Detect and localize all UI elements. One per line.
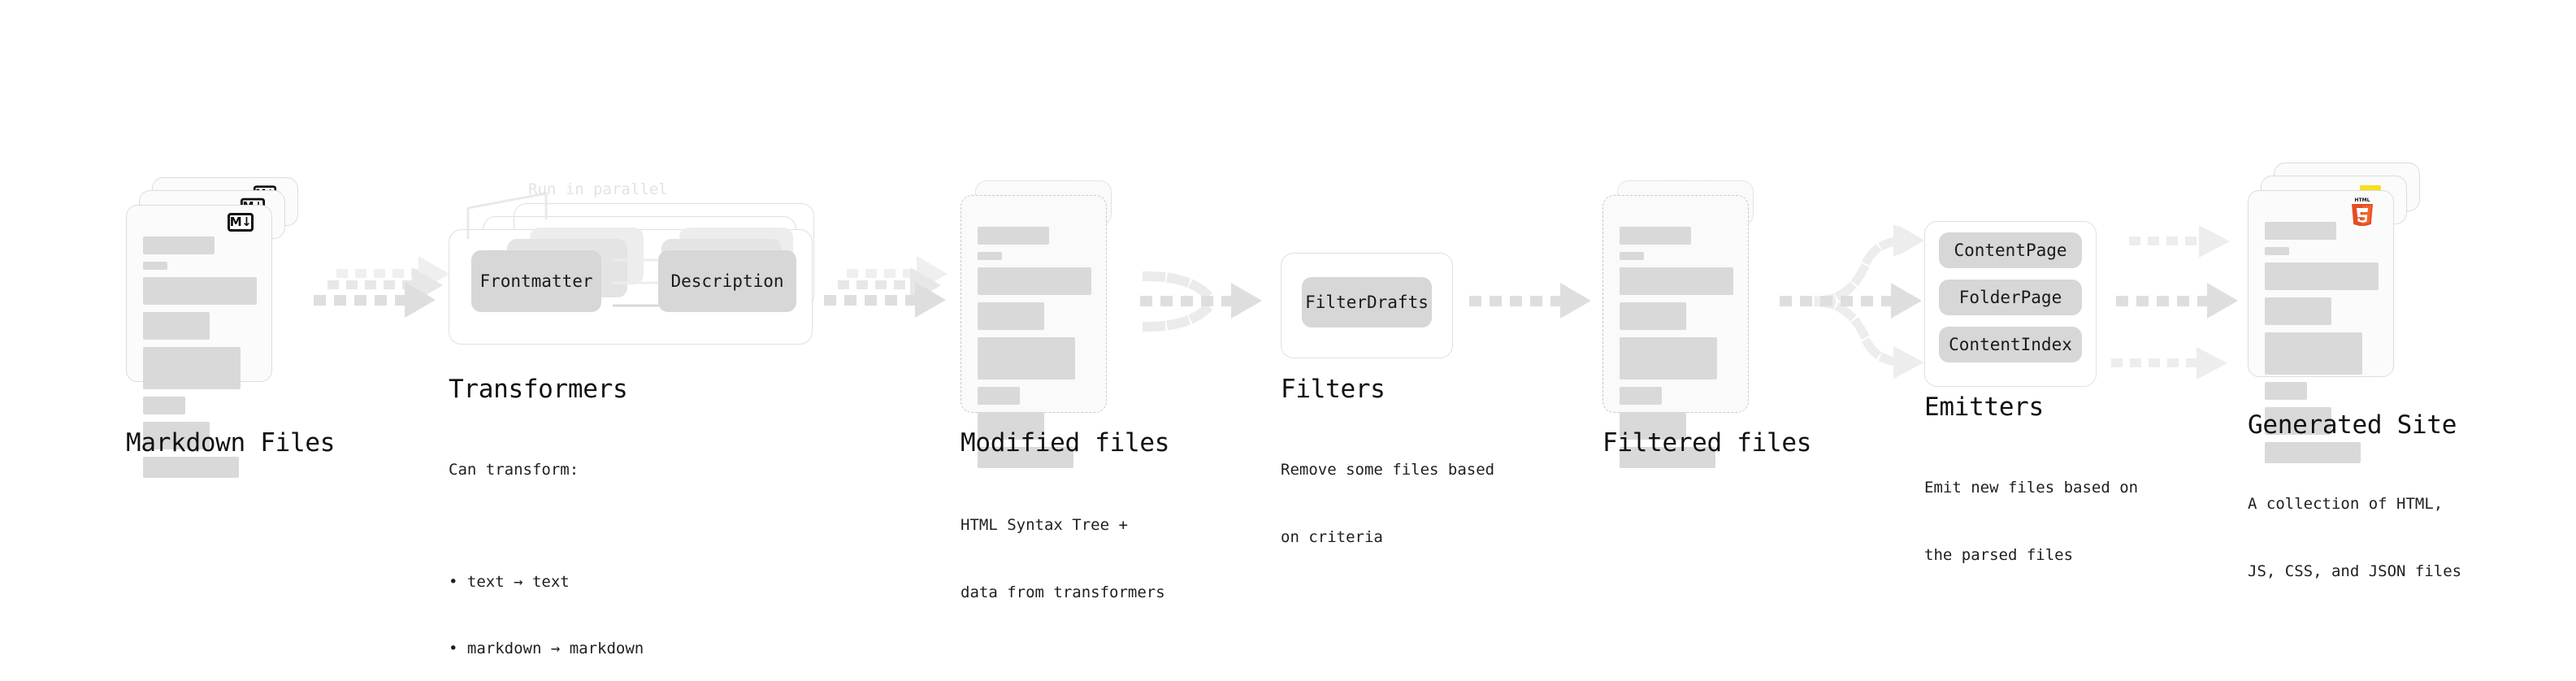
stage-title-generated-site: Generated Site <box>2248 410 2457 440</box>
filter-chip-filterdrafts[interactable]: FilterDrafts <box>1302 277 1432 327</box>
filters-caption-line: Remove some files based <box>1281 461 1495 479</box>
filtered-sheet-front <box>1602 195 1749 468</box>
arrow-markdown-to-transformers <box>314 256 449 318</box>
emitters-caption-line: the parsed files <box>1924 545 2074 564</box>
generated-body-lines <box>2265 222 2379 471</box>
stage-title-filters: Filters <box>1281 375 1386 404</box>
stage-caption-emitters: Emit new files based on the parsed files <box>1924 432 2138 611</box>
emitter-chip-label: ContentPage <box>1954 241 2067 260</box>
svg-text:HTML: HTML <box>2355 197 2370 203</box>
filter-chip-label: FilterDrafts <box>1305 293 1429 312</box>
stage-title-emitters: Emitters <box>1924 393 2044 422</box>
stage-title-transformers: Transformers <box>449 375 628 404</box>
markdown-body-lines <box>143 236 257 485</box>
transformer-chip-label: Description <box>670 271 784 291</box>
stage-caption-filters: Remove some files based on criteria <box>1281 414 1494 593</box>
emitter-chip-contentpage[interactable]: ContentPage <box>1939 232 2082 268</box>
transformers-caption-list: • text → text • markdown → markdown • ht… <box>449 527 644 681</box>
emitters-caption-line: Emit new files based on <box>1924 479 2139 497</box>
arrow-modified-to-filters <box>1140 271 1262 332</box>
transformers-caption-item: • text → text <box>449 572 570 591</box>
modified-caption-line: data from transformers <box>961 583 1165 601</box>
generated-caption-line: A collection of HTML, <box>2248 495 2444 514</box>
run-in-parallel-label: Run in parallel <box>528 180 668 198</box>
transformers-caption-head: Can transform: <box>449 461 579 479</box>
modified-body-lines <box>978 227 1091 475</box>
emitter-chip-folderpage[interactable]: FolderPage <box>1939 280 2082 315</box>
markdown-sheet-front <box>126 205 272 478</box>
markdown-icon-label: M↓ <box>229 215 252 229</box>
modified-caption-line: HTML Syntax Tree + <box>961 516 1128 535</box>
transformer-chip-frontmatter[interactable]: Frontmatter <box>471 250 601 312</box>
arrow-filters-to-filtered <box>1469 283 1591 319</box>
filtered-body-lines <box>1620 227 1733 475</box>
run-in-parallel-bracket <box>466 192 548 239</box>
stage-title-modified-files: Modified files <box>961 428 1170 458</box>
transformers-caption-item: • markdown → markdown <box>449 640 644 658</box>
transformer-chip-description[interactable]: Description <box>658 250 796 312</box>
arrow-emitters-to-site <box>2111 225 2238 380</box>
stage-caption-transformers: Can transform: • text → text • markdown … <box>449 414 644 681</box>
html5-icon: HTML <box>2350 197 2374 227</box>
filters-caption-line: on criteria <box>1281 527 1383 546</box>
emitter-chip-label: ContentIndex <box>1949 335 2072 354</box>
stage-title-markdown-files: Markdown Files <box>126 428 336 458</box>
arrow-filtered-to-emitters <box>1780 224 1925 379</box>
stage-caption-generated-site: A collection of HTML, JS, CSS, and JSON … <box>2248 449 2461 627</box>
emitter-chip-label: FolderPage <box>1958 288 2062 307</box>
transformer-chip-label: Frontmatter <box>479 271 593 291</box>
stage-caption-modified-files: HTML Syntax Tree + data from transformer… <box>961 470 1165 648</box>
emitter-chip-contentindex[interactable]: ContentIndex <box>1939 327 2082 362</box>
stage-title-filtered-files: Filtered files <box>1602 428 1812 458</box>
generated-caption-line: JS, CSS, and JSON files <box>2248 562 2462 580</box>
arrow-transformers-to-modified <box>824 256 948 318</box>
markdown-icon: M↓ <box>228 213 254 232</box>
modified-sheet-front <box>961 195 1107 468</box>
